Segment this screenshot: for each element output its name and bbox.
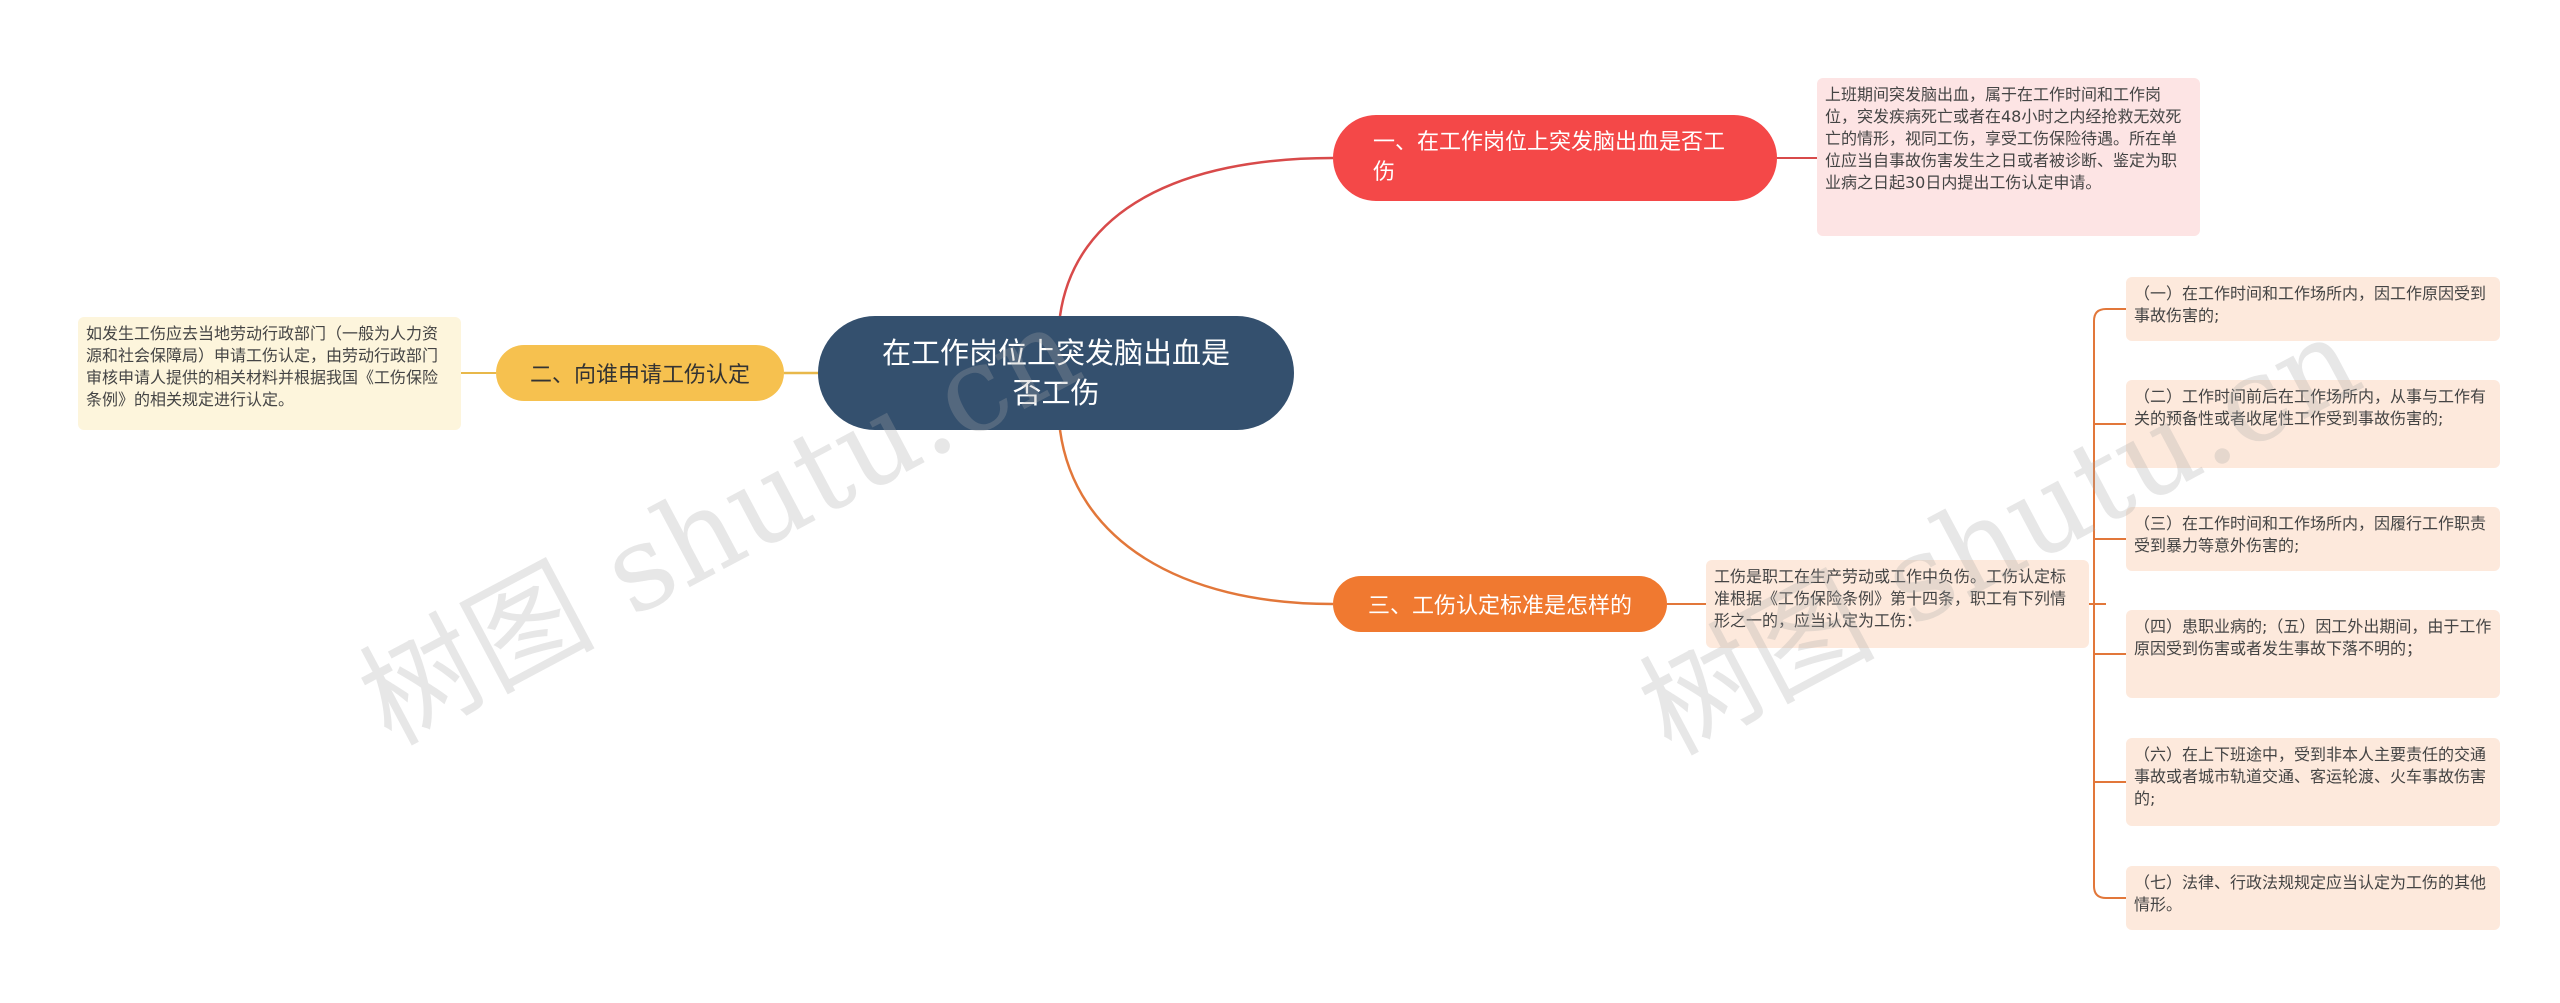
criteria-item: （二）工作时间前后在工作场所内，从事与工作有关的预备性或者收尾性工作受到事故伤害… [2126,380,2500,468]
branch1-detail: 上班期间突发脑出血，属于在工作时间和工作岗位，突发疾病死亡或者在48小时之内经抢… [1817,78,2200,236]
link-root-branch1 [1058,156,1334,317]
criteria-item: （一）在工作时间和工作场所内，因工作原因受到事故伤害的; [2126,277,2500,341]
criteria-item: （七）法律、行政法规规定应当认定为工伤的其他情形。 [2126,866,2500,930]
criteria-item: （三）在工作时间和工作场所内，因履行工作职责受到暴力等意外伤害的; [2126,507,2500,571]
criteria-item: （四）患职业病的;（五）因工外出期间，由于工作原因受到伤害或者发生事故下落不明的… [2126,610,2500,698]
branch-node-3[interactable]: 三、工伤认定标准是怎样的 [1333,576,1667,632]
branch-node-1[interactable]: 一、在工作岗位上突发脑出血是否工伤 [1333,115,1777,201]
root-node[interactable]: 在工作岗位上突发脑出血是否工伤 [818,316,1294,430]
branch3-detail: 工伤是职工在生产劳动或工作中负伤。工伤认定标准根据《工伤保险条例》第十四条，职工… [1706,560,2089,648]
branch-node-2[interactable]: 二、向谁申请工伤认定 [496,345,784,401]
bracket-items [2089,308,2126,899]
criteria-item: （六）在上下班途中，受到非本人主要责任的交通事故或者城市轨道交通、客运轮渡、火车… [2126,738,2500,826]
branch2-detail: 如发生工伤应去当地劳动行政部门（一般为人力资源和社会保障局）申请工伤认定，由劳动… [78,317,461,430]
link-root-branch3 [1058,429,1334,606]
